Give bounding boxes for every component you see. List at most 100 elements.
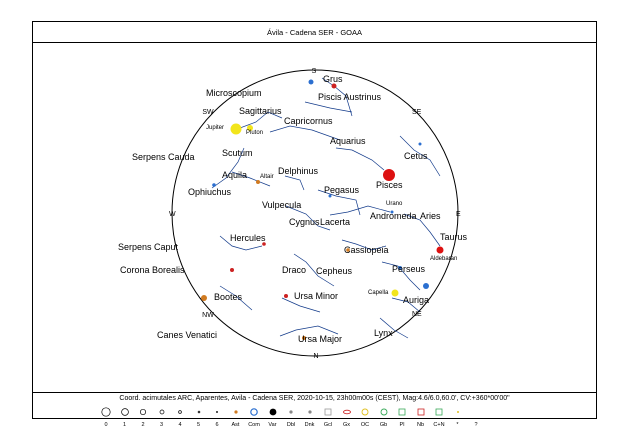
legend-symbol-icon	[178, 410, 182, 414]
star	[328, 194, 332, 198]
label-hercules: Hercules	[230, 233, 266, 243]
legend-item: 3	[152, 404, 172, 429]
legend-item: Dnk	[300, 404, 320, 429]
legend-item: *	[448, 404, 468, 429]
legend-symbol-icon	[361, 408, 369, 416]
legend-label: 3	[159, 422, 164, 428]
label-delphinus: Delphinus	[278, 166, 319, 176]
legend-label: Pl	[399, 422, 405, 428]
legend-symbol-icon	[197, 410, 200, 414]
legend-item: Pl	[392, 404, 412, 429]
horizon-circle	[171, 69, 459, 357]
legend-item: 4	[170, 404, 190, 429]
legend-symbol-icon	[398, 408, 406, 416]
star	[398, 266, 402, 270]
label-serpens-caput: Serpens Caput	[118, 242, 179, 252]
star-field	[201, 79, 444, 340]
label-aquila: Aquila	[222, 170, 247, 180]
legend-label: Com	[248, 422, 260, 428]
legend-label: 2	[141, 422, 145, 428]
label-urano: Urano	[386, 201, 403, 207]
label-aquarius: Aquarius	[330, 136, 366, 146]
legend-label: Nb	[416, 422, 425, 428]
legend-symbol-icon	[417, 408, 424, 416]
legend-label: Dbl	[286, 422, 296, 428]
legend-symbol-icon	[120, 408, 129, 416]
star	[230, 268, 234, 272]
legend-item: ?	[466, 404, 486, 429]
legend-label: 6	[215, 422, 219, 428]
label-auriga: Auriga	[403, 295, 429, 305]
label-jupiter: Jupiter	[206, 125, 224, 131]
legend-symbol-icon	[250, 408, 258, 416]
label-scutum: Scutum	[222, 148, 253, 158]
legend-symbol-icon	[380, 408, 387, 416]
legend-label: Gcl	[323, 422, 333, 428]
legend-symbol-icon	[159, 409, 164, 415]
legend-label: OC	[360, 422, 370, 428]
legend-symbol-icon	[466, 407, 486, 417]
star	[383, 169, 395, 181]
label-bootes: Bootes	[214, 292, 243, 302]
pluton-marker	[247, 125, 253, 131]
legend-symbol-icon	[139, 408, 147, 416]
legend-symbol-icon	[307, 410, 312, 414]
cardinal-n: N	[313, 353, 318, 360]
legend-label: 0	[104, 422, 108, 428]
legend-label: *	[456, 422, 459, 428]
label-corona-borealis: Corona Borealis	[120, 265, 185, 275]
legend-symbol-icon	[269, 408, 276, 416]
cardinal-ne: NE	[412, 311, 422, 318]
star	[423, 283, 429, 289]
legend-item: 5	[189, 404, 209, 429]
label-cassiopeia: Cassiopeia	[344, 245, 389, 255]
legend-item: Ast	[226, 404, 246, 429]
chart-title: Ávila - Cadena SER - GOAA	[33, 22, 596, 43]
legend-item: Dbl	[281, 404, 301, 429]
label-ursa-minor: Ursa Minor	[294, 291, 338, 301]
legend-label: ?	[474, 422, 478, 428]
label-vulpecula: Vulpecula	[262, 200, 301, 210]
legend-label: Gx	[342, 422, 351, 428]
legend-item: 2	[133, 404, 153, 429]
label-grus: Grus	[323, 74, 343, 84]
cardinal-w: W	[169, 211, 176, 218]
chart-caption: Coord. acimutales ARC, Aparentes, Avila …	[33, 392, 596, 404]
star	[201, 295, 207, 301]
label-ursa-major: Ursa Major	[298, 334, 342, 344]
label-taurus: Taurus	[440, 232, 468, 242]
label-altair: Altair	[260, 174, 274, 180]
legend-symbol-icon	[456, 411, 459, 413]
legend-label: C+N	[433, 422, 445, 428]
label-capella: Capella	[368, 290, 389, 296]
legend-item: Gb	[374, 404, 394, 429]
label-draco: Draco	[282, 265, 306, 275]
legend-symbol-icon	[289, 410, 293, 414]
legend-label: Var	[268, 422, 277, 428]
label-ophiuchus: Ophiuchus	[188, 187, 232, 197]
legend-label: 5	[196, 422, 201, 428]
cardinal-sw: SW	[202, 109, 214, 116]
cardinal-nw: NW	[202, 312, 214, 319]
legend-symbol-icon	[216, 411, 218, 413]
legend-symbol-icon	[435, 408, 443, 416]
star	[331, 83, 337, 89]
legend-symbol-icon	[324, 408, 332, 416]
label-aldebaran: Aldebaran	[430, 256, 457, 262]
label-microscopium: Microscopium	[206, 88, 262, 98]
legend-item: 0	[96, 404, 116, 429]
legend-symbol-icon	[342, 409, 351, 415]
legend-item: Nb	[411, 404, 431, 429]
star	[284, 294, 288, 298]
legend-item: 1	[115, 404, 135, 429]
star	[212, 183, 216, 187]
cardinal-e: E	[456, 211, 461, 218]
legend-item: OC	[355, 404, 375, 429]
label-sagittarius: Sagittarius	[239, 106, 282, 116]
legend-symbol-icon	[101, 407, 111, 417]
legend-symbol-icon	[233, 410, 238, 414]
label-pegasus: Pegasus	[324, 185, 360, 195]
label-perseus: Perseus	[392, 264, 426, 274]
star	[418, 142, 422, 146]
